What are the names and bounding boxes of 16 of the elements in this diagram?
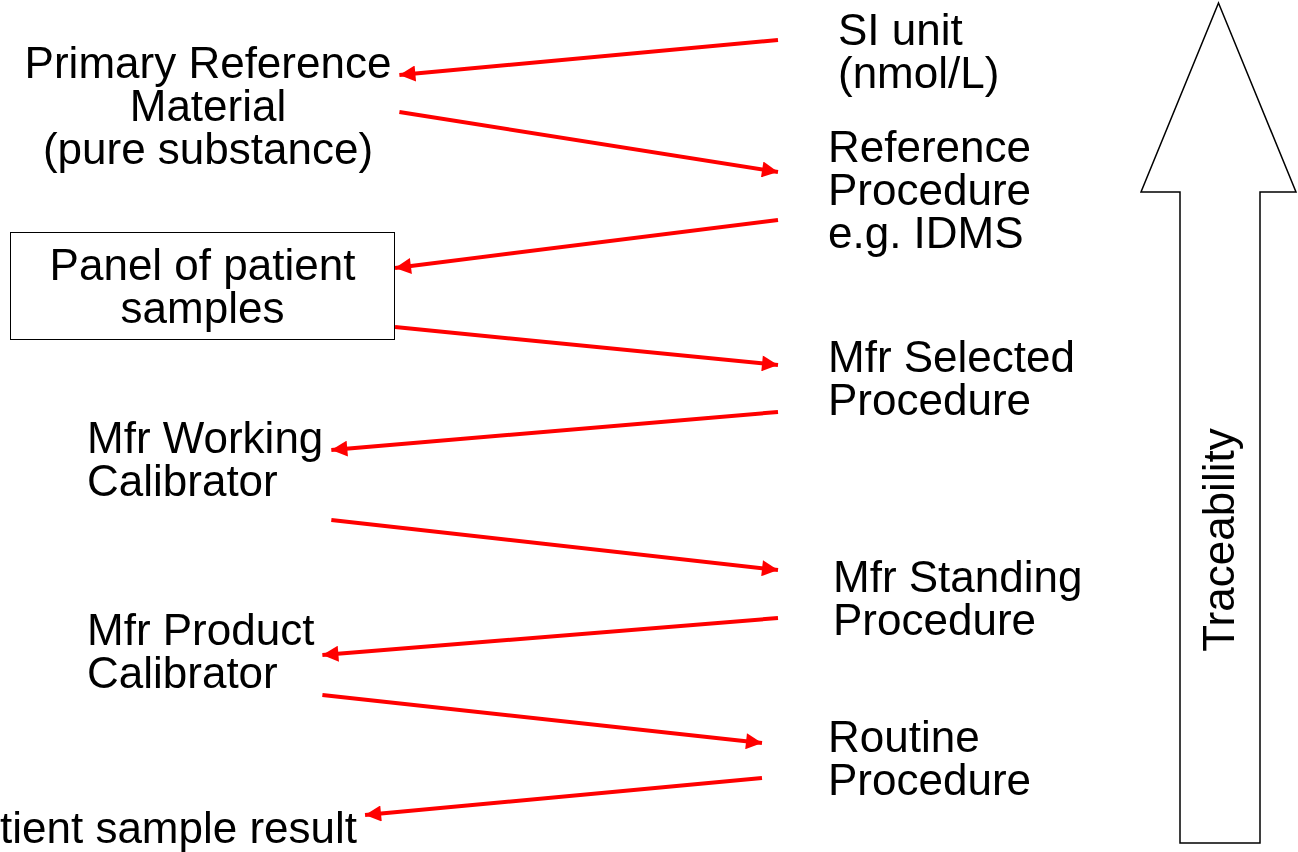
panel-box: Panel of patient samples [10, 232, 395, 340]
arrow [394, 325, 779, 372]
text-label: Mfr Product Calibrator [87, 608, 315, 694]
arrow [331, 410, 779, 457]
arrow-label: Traceability [1193, 428, 1244, 652]
arrow [399, 38, 779, 82]
arrow [331, 518, 779, 577]
arrow [399, 110, 779, 178]
text-label: Mfr Working Calibrator [87, 416, 324, 502]
arrow [364, 776, 763, 822]
text-label: Routine Procedure [762, 715, 1122, 801]
text-label: Mfr Selected Procedure [778, 335, 1128, 421]
arrow [322, 616, 779, 662]
text-label: Mfr Standing Procedure [778, 555, 1133, 641]
arrow [322, 693, 763, 750]
arrow [394, 218, 779, 274]
